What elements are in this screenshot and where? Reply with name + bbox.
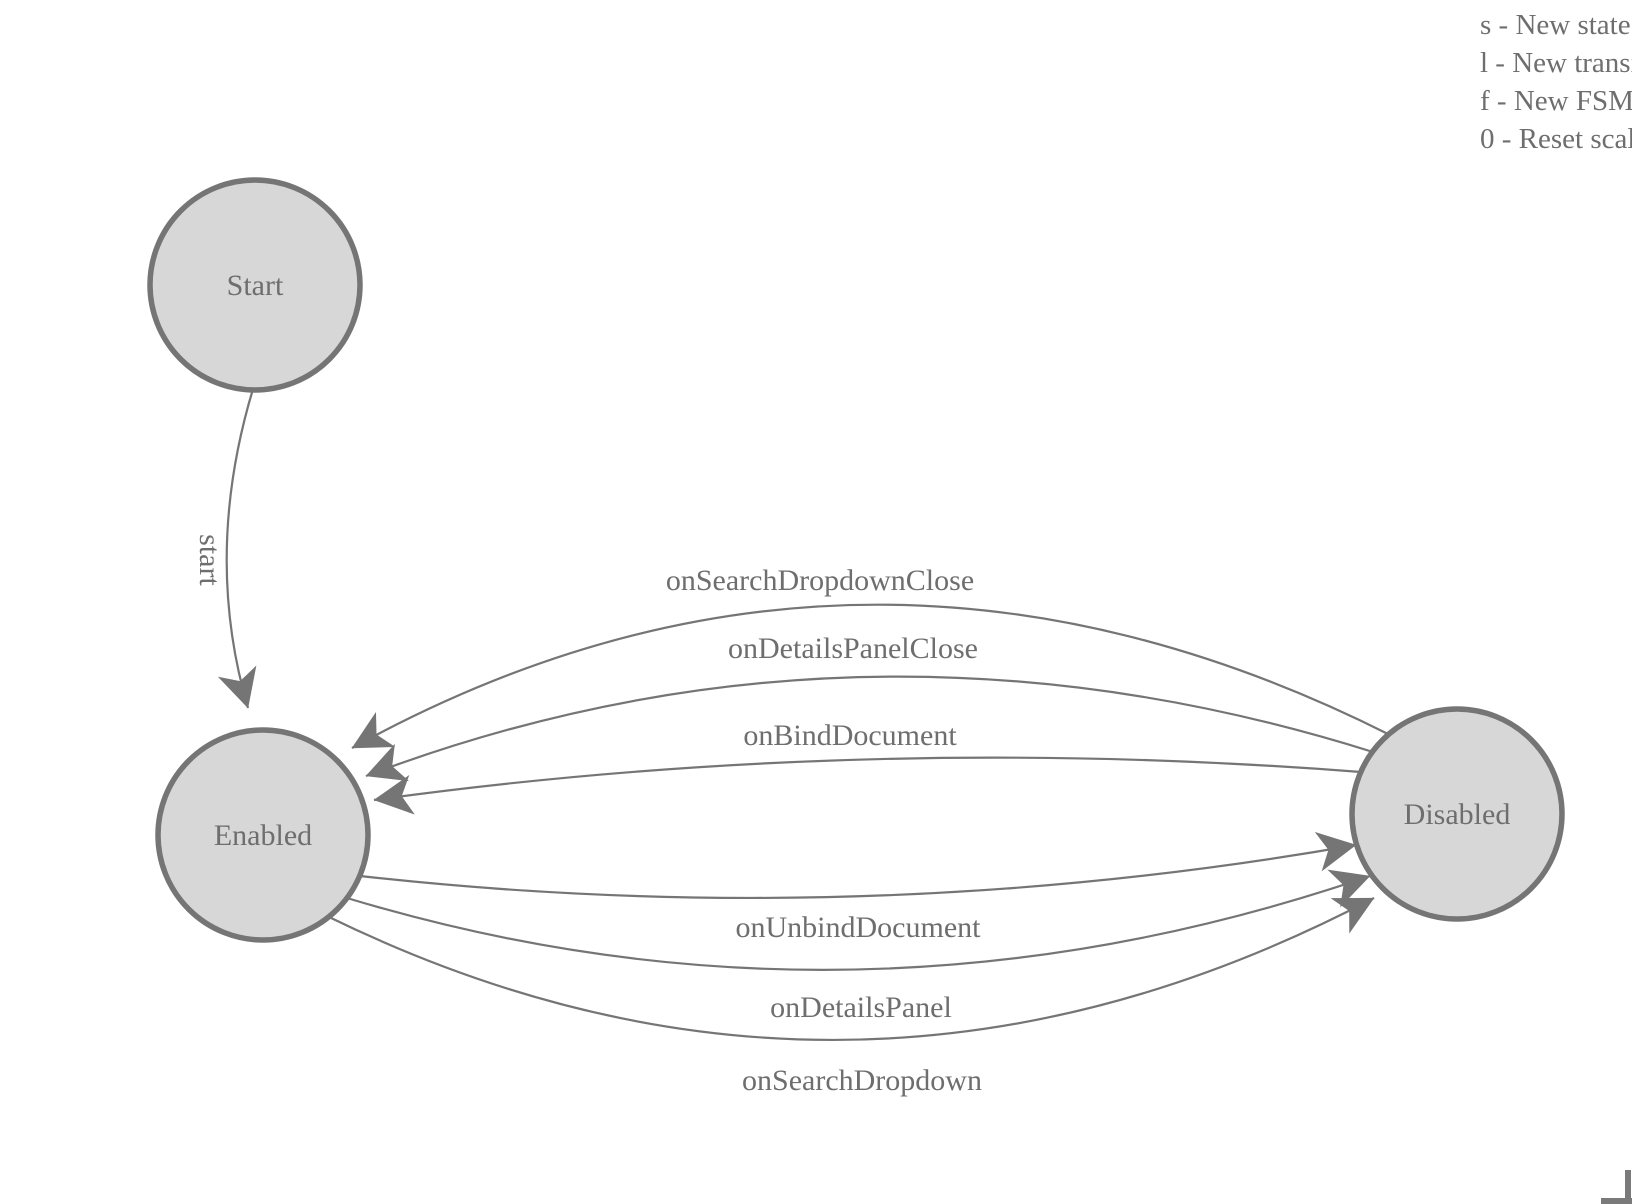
- state-circle-disabled[interactable]: [1349, 706, 1565, 922]
- state-node-start[interactable]: Start: [147, 177, 363, 393]
- state-label-start: Start: [227, 269, 284, 302]
- transition-edge-onSearchDropdownClose[interactable]: [351, 603, 1391, 749]
- transitions-layer: start onSearchDropdownClose onDetailsPanel…: [193, 388, 1391, 1097]
- transition-label-start: start: [193, 534, 226, 586]
- state-node-enabled[interactable]: Enabled: [155, 727, 371, 943]
- transition-edge-start[interactable]: [217, 388, 257, 709]
- state-label-enabled: Enabled: [214, 819, 312, 852]
- state-label-disabled: Disabled: [1404, 798, 1511, 831]
- legend-line-new-fsm: f - New FSM: [1480, 85, 1632, 117]
- transition-label-onSearchDropdown: onSearchDropdown: [742, 1064, 982, 1097]
- corner-widget-vertical-edge: [1625, 1170, 1631, 1204]
- state-node-disabled[interactable]: Disabled: [1349, 706, 1565, 922]
- transition-label-onSearchDropdownClose: onSearchDropdownClose: [666, 564, 974, 597]
- transition-label-onBindDocument: onBindDocument: [743, 719, 957, 752]
- transition-label-onUnbindDocument: onUnbindDocument: [736, 911, 982, 944]
- transition-label-onDetailsPanelClose: onDetailsPanelClose: [728, 632, 978, 665]
- legend-line-new-state: s - New state: [1480, 9, 1631, 41]
- transition-edge-onBindDocument[interactable]: [373, 756, 1362, 815]
- legend-line-reset-scale: 0 - Reset scale: [1480, 123, 1632, 155]
- state-circle-start[interactable]: [147, 177, 363, 393]
- transition-edge-onDetailsPanelClose[interactable]: [365, 675, 1374, 782]
- legend-line-new-transition: l - New transition: [1480, 47, 1632, 79]
- shortcut-legend: s - New state l - New transition f - New…: [1480, 6, 1632, 158]
- state-circle-enabled[interactable]: [155, 727, 371, 943]
- transition-edge-onDetailsPanel[interactable]: [346, 869, 1371, 971]
- transition-edge-onSearchDropdown[interactable]: [328, 897, 1375, 1041]
- transition-edge-onUnbindDocument[interactable]: [359, 831, 1357, 899]
- transition-label-onDetailsPanel: onDetailsPanel: [770, 991, 952, 1024]
- corner-widget-horizontal-edge: [1601, 1198, 1632, 1204]
